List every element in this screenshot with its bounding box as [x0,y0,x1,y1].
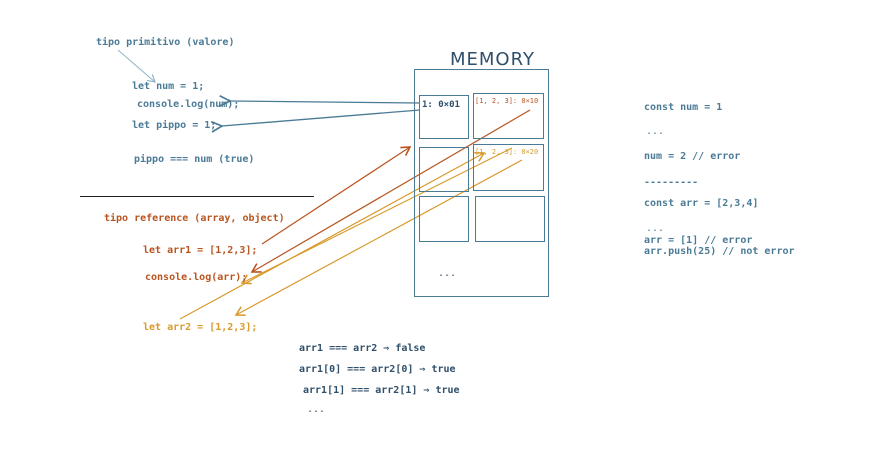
const-note-5: const arr = [2,3,4] [644,198,759,209]
arrow-mem-to-console-num [230,101,421,103]
memory-cell-empty-3 [475,196,545,242]
arrow-mem-to-pippo [222,109,421,126]
memory-cell-num-label: 1: 0×01 [422,100,460,110]
memory-cell-num [419,95,469,139]
annotation-arrow [117,49,156,83]
memory-cell-empty-1 [419,147,469,192]
memory-box [414,69,549,297]
arrow-mem-to-console-arr-2 [240,147,513,285]
const-note-7: arr = [1] // error [644,235,753,246]
code-let-pippo: let pippo = 1; [132,120,217,131]
const-note-3: num = 2 // error [644,151,741,162]
memory-cell-arr1-label: [1, 2, 3]: 0×10 [475,97,539,105]
comparison-line-2: arr1[0] === arr2[0] ⇒ true [299,364,456,375]
code-let-num: let num = 1; [132,81,205,92]
code-console-arr: console.log(arr); [145,272,248,283]
memory-cell-arr2-label: [1, 2, 3]: 0×20 [475,148,539,156]
primitive-heading: tipo primitivo (valore) [96,37,235,48]
code-compare-pippo-num: pippo === num (true) [134,154,255,165]
section-divider [80,196,314,197]
memory-cell-empty-2 [419,196,469,242]
comparison-line-1: arr1 === arr2 ⇒ false [299,343,426,354]
comparison-line-4: ... [307,404,326,415]
code-let-arr2: let arr2 = [1,2,3]; [143,322,258,333]
comparison-line-3: arr1[1] === arr2[1] ⇒ true [303,385,460,396]
memory-title: MEMORY [450,49,535,70]
memory-cell-arr2 [473,144,544,191]
code-console-num: console.log(num); [137,99,240,110]
const-note-6: ... [646,223,665,234]
arrow-mem-to-console-arr [250,109,531,273]
reference-heading: tipo reference (array, object) [104,213,285,224]
memory-ellipsis: ... [438,268,457,279]
const-note-1: const num = 1 [644,102,723,113]
const-note-2: ... [646,126,665,137]
arrow-arr1-to-mem [261,146,412,245]
code-let-arr1: let arr1 = [1,2,3]; [143,245,258,256]
arrow-arr2-to-mem [179,152,486,320]
arrow-arr2-mem-to-console [234,159,523,316]
const-note-8: arr.push(25) // not error [644,246,795,257]
memory-cell-arr1 [473,93,544,139]
const-note-4: --------- [644,177,699,188]
